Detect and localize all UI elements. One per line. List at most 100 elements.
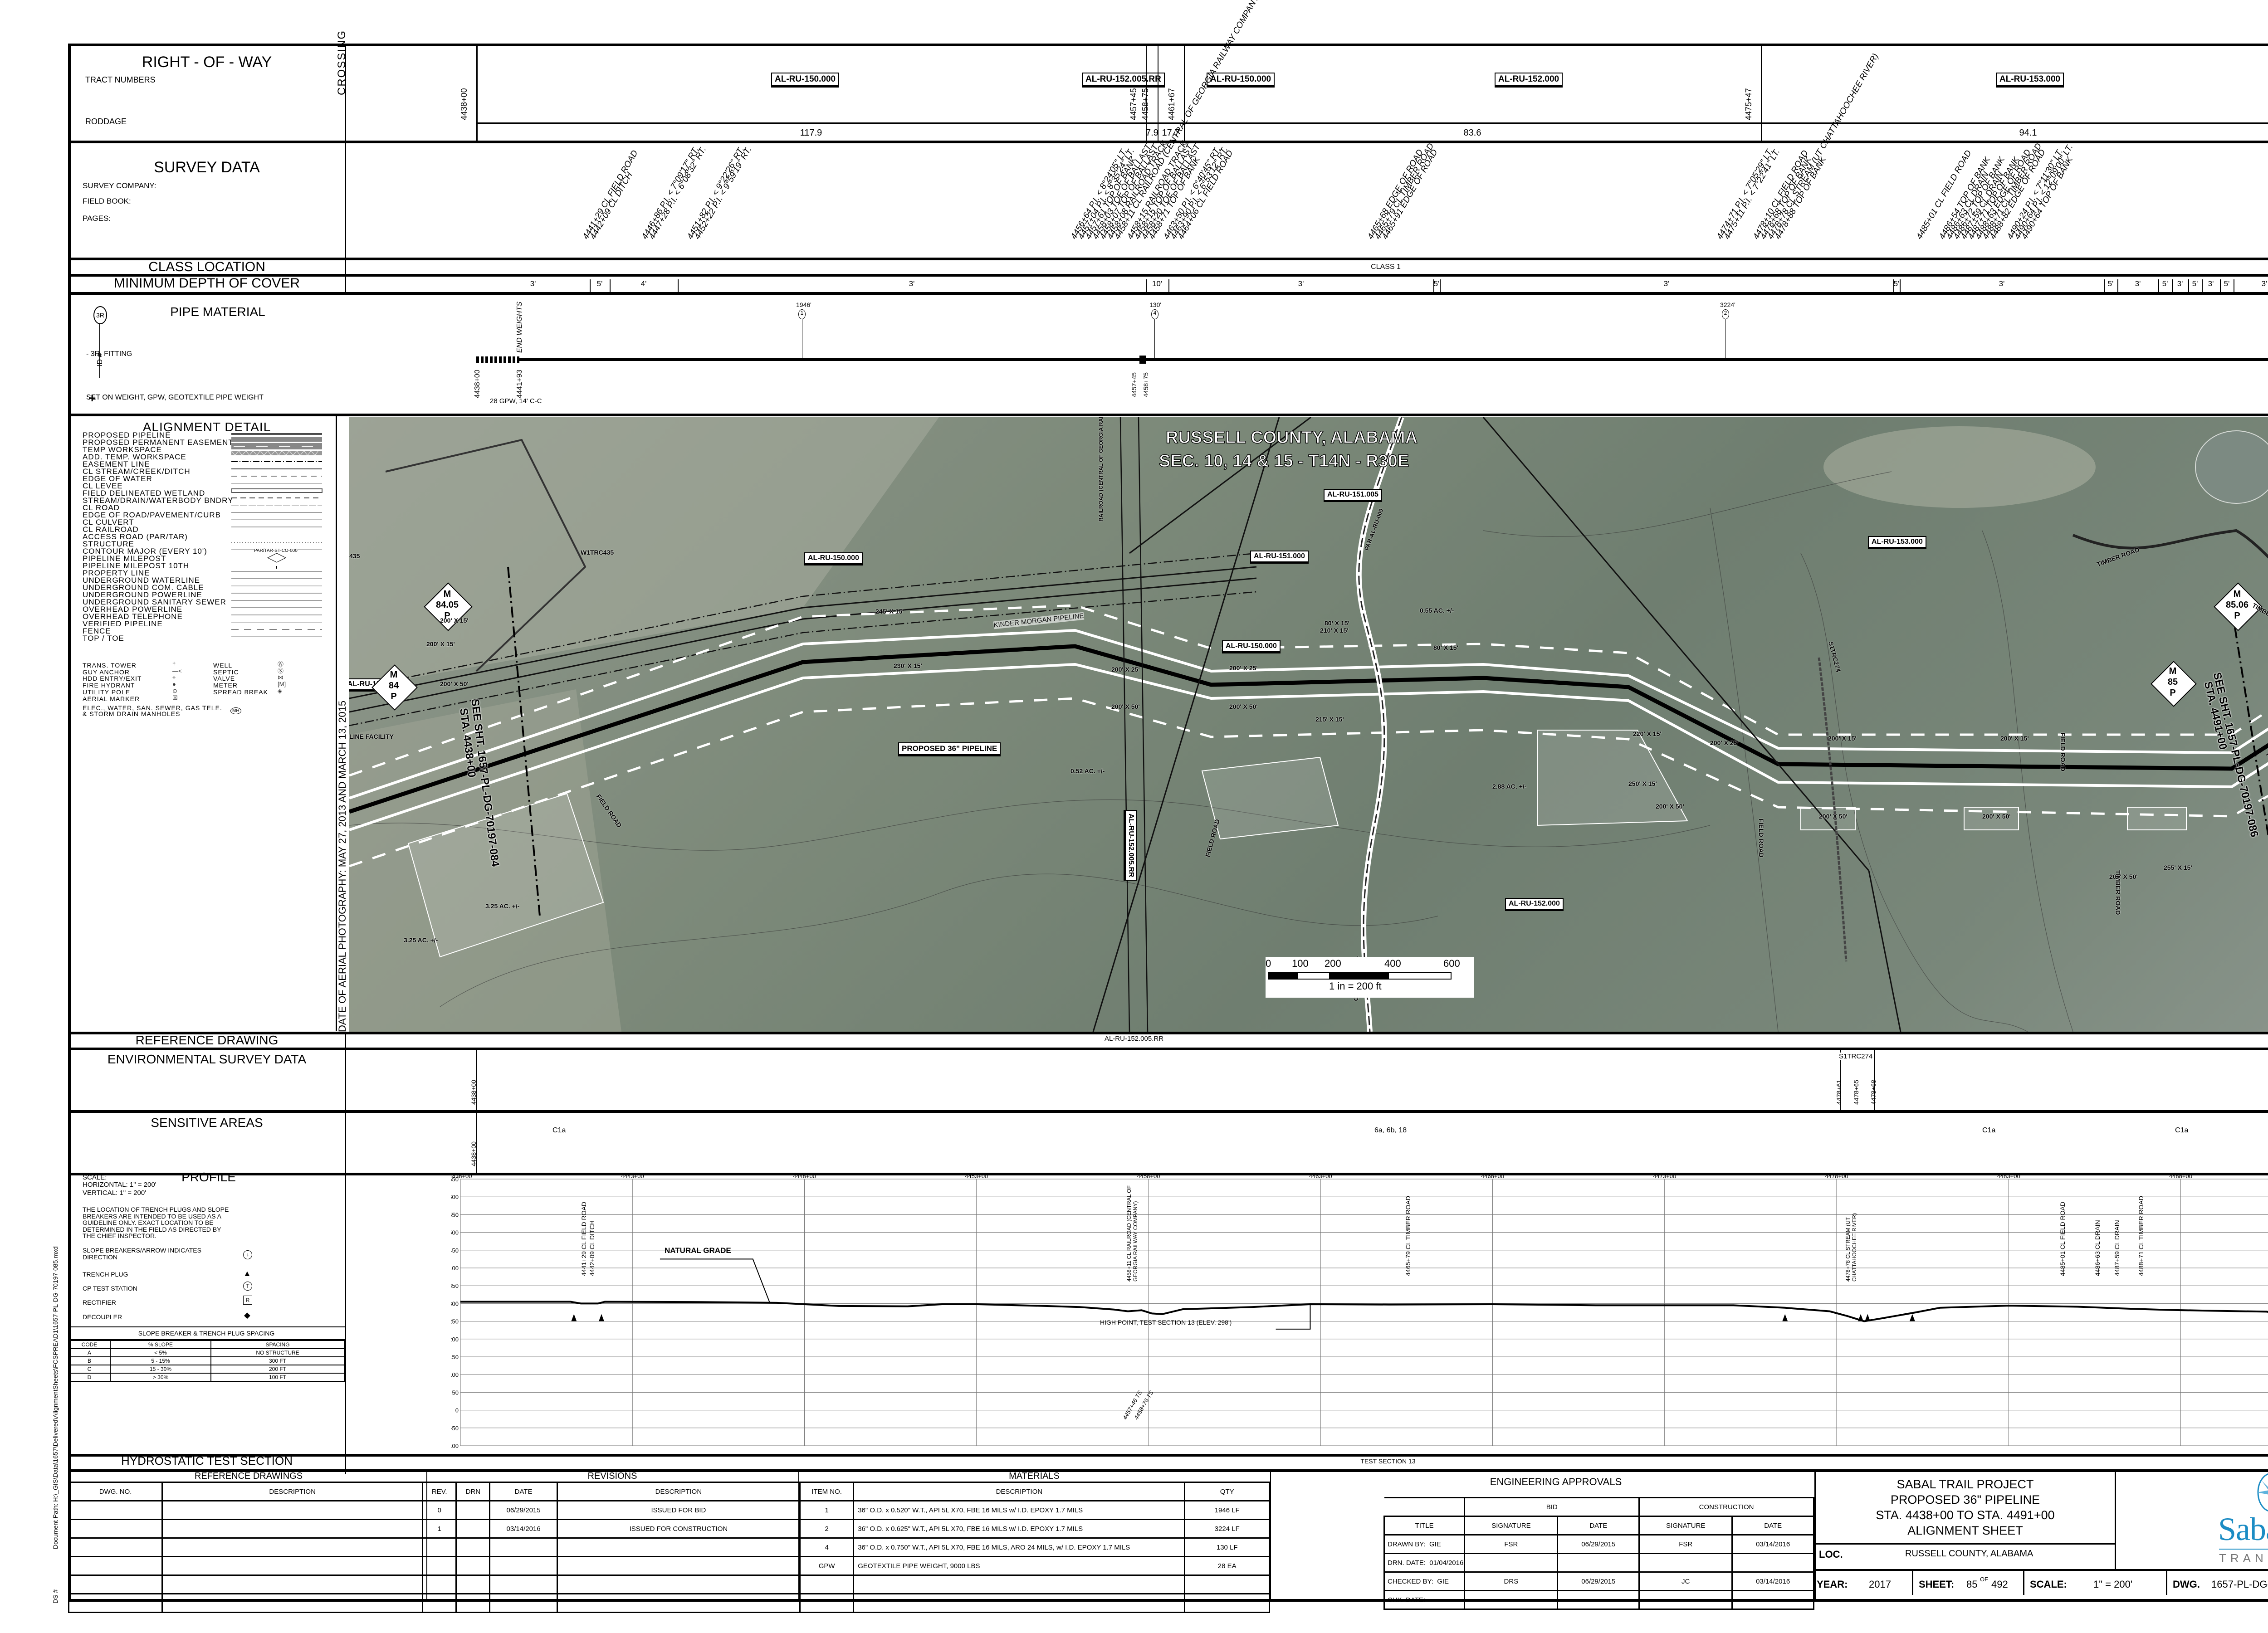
year-value: 2017: [1869, 1579, 1891, 1590]
profile-horizontal-scale: HORIZONTAL: 1" = 200': [83, 1181, 156, 1189]
ref-cell: [68, 1556, 163, 1576]
pipe-station: 4438+00: [474, 370, 481, 398]
project-subtitle: PROPOSED 36" PIPELINE: [1890, 1493, 2040, 1506]
tract-label[interactable]: AL-RU-150.000: [1207, 73, 1275, 86]
rev-cell: [489, 1556, 558, 1576]
mat-cell: 36" O.D. x 0.520" W.T., API 5L X70, FBE …: [853, 1500, 1186, 1520]
manholes-legend: ELEC., WATER, SAN. SEWER, GAS TELE. & ST…: [83, 704, 222, 717]
depth-segment: 5': [2104, 279, 2118, 292]
ref-header: DWG. NO.: [68, 1482, 163, 1501]
legend-item: PIPELINE MILEPOST 10TH: [83, 561, 190, 570]
depth-segment: 5': [590, 279, 611, 292]
legend-item: UNDERGROUND SANITARY SEWER: [83, 598, 226, 606]
legend-item: CL ROAD: [83, 503, 120, 512]
approval-role: CHECKED BY:: [1388, 1577, 1433, 1585]
map-tract-label[interactable]: AL-RU-150.000: [1222, 640, 1281, 652]
rev-cell: [455, 1537, 491, 1557]
meter-icon: [M]: [278, 681, 286, 688]
photo-date-strip: [336, 416, 349, 1031]
approval-role: DRAWN BY:: [1388, 1540, 1426, 1548]
svg-text:400: 400: [451, 1265, 459, 1272]
map-tract-label[interactable]: AL-RU-151.000: [1250, 551, 1309, 562]
road-label: FIELD ROAD: [1757, 819, 1765, 858]
tract-label[interactable]: AL-RU-152.005.RR: [1082, 73, 1165, 86]
map-tract-label[interactable]: AL-RU-152.005.RR: [1125, 810, 1137, 881]
depth-segment: 3': [1168, 279, 1434, 292]
symbol-legend-item: METER: [213, 682, 238, 689]
rev-cell: 03/14/2016: [489, 1519, 558, 1539]
legend-item: PIPELINE MILEPOST: [83, 554, 166, 563]
rev-cell: 1: [422, 1519, 457, 1539]
row-title-reference-drawing: REFERENCE DRAWING: [135, 1033, 279, 1047]
milepost-value: 85.06: [2225, 600, 2249, 610]
mat-cell: GPW: [799, 1556, 855, 1576]
map-tract-label[interactable]: AL-RU-150.000: [804, 552, 863, 564]
pipe-callout-id: 1: [798, 309, 806, 319]
approvals-title-cell: CHK. DATE:: [1383, 1590, 1466, 1610]
map-tract-label[interactable]: AL-RU-152.000: [1505, 898, 1564, 910]
item4-pipe-segment: [1139, 356, 1146, 364]
tract-label[interactable]: AL-RU-152.000: [1495, 73, 1563, 86]
tract-label[interactable]: AL-RU-153.000: [1996, 73, 2064, 86]
milepost-p: P: [444, 611, 450, 621]
sheet-number: 85: [1966, 1579, 1978, 1590]
row-title-sensitive-areas: SENSITIVE AREAS: [151, 1116, 263, 1130]
sensitive-code: C1a: [1982, 1126, 1996, 1134]
mat-header: DESCRIPTION: [853, 1482, 1186, 1501]
symbol-legend-left-icons: † —< ⌖ ● ⊙ ☒: [172, 661, 182, 701]
legend-item: PROPERTY LINE: [83, 569, 150, 577]
env-boundary: [1874, 1048, 1875, 1111]
mat-header: QTY: [1184, 1482, 1270, 1501]
workspace-dimension: 200' X 50': [1229, 703, 1258, 710]
pipe-station: 4441+93: [516, 370, 523, 398]
table-divider: [1270, 1469, 1271, 1602]
map-tract-label[interactable]: AL-RU-153.000: [1868, 536, 1926, 548]
symbol-legend-item: SPREAD BREAK: [213, 688, 268, 696]
legend-item: PROPOSED PERMANENT EASEMENT: [83, 438, 234, 447]
header-divider: [345, 1032, 346, 1474]
access-road-tag: PAR/TAR-ST-CO-000: [254, 548, 298, 553]
legend-item: CONTOUR MAJOR (EVERY 10'): [83, 547, 207, 556]
gpw-spacing-note: 28 GPW, 14' C-C: [490, 397, 542, 405]
workspace-dimension: 200' X 50': [1982, 813, 2011, 820]
svg-text:4443+00: 4443+00: [621, 1174, 644, 1180]
map-note: LINE FACILITY: [349, 733, 394, 740]
acreage-label: 0.55 AC. +/-: [1420, 607, 1454, 614]
depth-segment: 3': [678, 279, 1147, 292]
map-tract-label[interactable]: AL-RU-151.005: [1324, 489, 1382, 501]
symbol-legend-item: AERIAL MARKER: [83, 695, 140, 702]
workspace-dimension: 200' X 15': [426, 640, 455, 648]
workspace-dimension: 200' X 25': [1710, 739, 1739, 746]
rev-cell: 06/29/2015: [489, 1500, 558, 1520]
fire-hydrant-icon: ●: [172, 681, 176, 688]
pipe-callout-length: 3224': [1720, 301, 1735, 308]
slope-table-header: CODE: [68, 1340, 111, 1349]
aerial-photo-date: DATE OF AERIAL PHOTOGRAPHY: MAY 27, 2013…: [337, 700, 348, 1032]
callout-leader: [1154, 319, 1155, 358]
well-icon: Ⓦ: [278, 661, 284, 668]
mat-cell: 130 LF: [1184, 1537, 1270, 1557]
section-divider: [68, 1110, 2268, 1113]
symbol-legend-item: HDD ENTRY/EXIT: [83, 675, 142, 682]
rev-cell: [556, 1537, 801, 1557]
scale-tick: 0: [1266, 958, 1271, 969]
approval-initials: GIE: [1437, 1577, 1449, 1585]
profile-annotation: 4458+11 CL RAILROAD (CENTRAL OF GEORGIA …: [1126, 1185, 1139, 1282]
reference-drawings-title: REFERENCE DRAWINGS: [194, 1471, 303, 1481]
aerial-map[interactable]: RUSSELL COUNTY, ALABAMA SEC. 10, 14 & 15…: [349, 417, 2268, 1032]
roddage-value: 117.9: [800, 128, 822, 138]
workspace-dimension: 250' X 15': [1628, 780, 1657, 787]
ref-cell: [161, 1500, 424, 1520]
station-range: STA. 4438+00 TO STA. 4491+00: [1876, 1508, 2055, 1522]
reference-drawing-value: AL-RU-152.005.RR: [1104, 1035, 1164, 1043]
spread-break-icon: ◈: [278, 687, 282, 694]
svg-text:4488+00: 4488+00: [2169, 1174, 2192, 1180]
rev-cell: [556, 1556, 801, 1576]
map-county-title: RUSSELL COUNTY, ALABAMA: [1165, 428, 1418, 448]
tract-label[interactable]: AL-RU-150.000: [771, 73, 840, 86]
profile-chart: 6506506006005505505005004504504004003503…: [447, 1173, 2268, 1464]
depth-segment: 3': [1440, 279, 1894, 292]
section-divider: [68, 292, 2268, 295]
